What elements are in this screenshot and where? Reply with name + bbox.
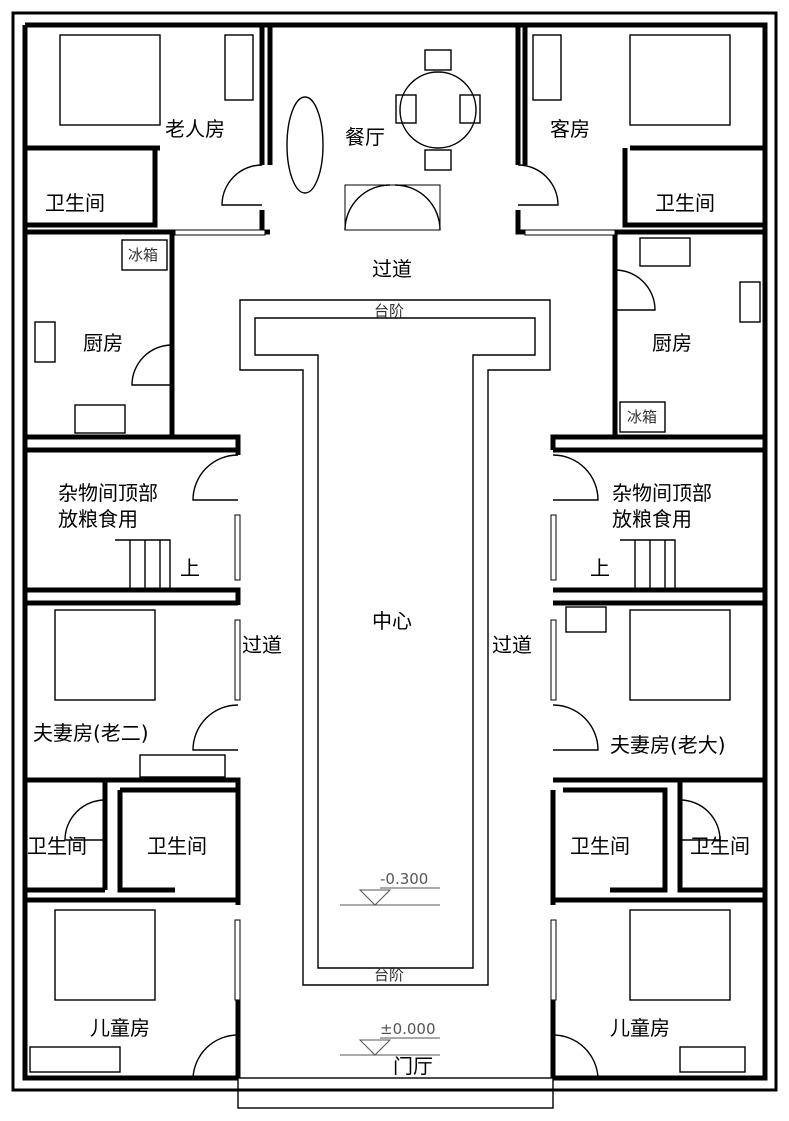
label-up-right: 上 bbox=[590, 556, 610, 580]
label-guest-room: 客房 bbox=[550, 117, 590, 141]
stove bbox=[34, 321, 56, 363]
sofa bbox=[286, 96, 324, 194]
wardrobe bbox=[29, 1046, 121, 1073]
room-labels: 老人房 餐厅 客房 卫生间 卫生间 过道 冰箱 冰箱 厨房 厨房 台阶 杂物间顶… bbox=[27, 117, 750, 1078]
label-bath-mid-right-a: 卫生间 bbox=[570, 834, 630, 858]
label-steps-top: 台阶 bbox=[374, 302, 404, 320]
courtyard-inner bbox=[254, 317, 536, 969]
bed bbox=[54, 909, 156, 1001]
label-bath-top-left: 卫生间 bbox=[45, 191, 105, 215]
stairs-left bbox=[115, 539, 171, 590]
label-foyer: 门厅 bbox=[393, 1054, 433, 1078]
level-marker-entrance bbox=[340, 1037, 440, 1056]
stove bbox=[739, 281, 761, 323]
label-bath-mid-left-a: 卫生间 bbox=[27, 834, 87, 858]
label-fridge-right: 冰箱 bbox=[627, 408, 657, 426]
label-center: 中心 bbox=[372, 609, 412, 633]
dining-table bbox=[399, 71, 477, 149]
label-corridor-left: 过道 bbox=[242, 633, 282, 657]
label-kids-right: 儿童房 bbox=[610, 1016, 670, 1040]
wardrobe bbox=[139, 754, 226, 778]
label-storage-right-2: 放粮食用 bbox=[612, 507, 692, 531]
fridge-right bbox=[619, 401, 666, 433]
wardrobe bbox=[679, 1046, 746, 1073]
label-steps-bottom: 台阶 bbox=[374, 966, 404, 984]
label-corridor-right: 过道 bbox=[492, 633, 532, 657]
wardrobe bbox=[224, 34, 254, 101]
label-kitchen-right: 厨房 bbox=[652, 331, 692, 355]
label-up-left: 上 bbox=[180, 556, 200, 580]
outer-border bbox=[11, 11, 778, 1092]
bed bbox=[629, 34, 731, 126]
label-corridor-top: 过道 bbox=[372, 257, 412, 281]
label-kids-left: 儿童房 bbox=[90, 1016, 150, 1040]
furniture bbox=[29, 34, 761, 1073]
label-storage-left-2: 放粮食用 bbox=[58, 507, 138, 531]
level-marker-courtyard bbox=[340, 887, 440, 906]
label-fridge-left: 冰箱 bbox=[128, 246, 158, 264]
bed bbox=[59, 34, 161, 126]
label-couple-right: 夫妻房(老大) bbox=[610, 733, 726, 757]
label-bath-mid-left-b: 卫生间 bbox=[147, 834, 207, 858]
courtyard-outline bbox=[239, 299, 551, 986]
level-courtyard: -0.300 bbox=[380, 870, 428, 888]
bed bbox=[629, 609, 731, 701]
walls bbox=[22, 22, 768, 1081]
level-entrance: ±0.000 bbox=[380, 1020, 436, 1038]
sink bbox=[639, 237, 691, 267]
fridge-left bbox=[121, 239, 168, 271]
windows bbox=[174, 184, 616, 1001]
bed bbox=[629, 909, 731, 1001]
label-storage-left-1: 杂物间顶部 bbox=[58, 481, 158, 505]
entrance-step bbox=[237, 1077, 554, 1109]
label-bath-top-right: 卫生间 bbox=[655, 191, 715, 215]
wardrobe bbox=[532, 34, 562, 101]
label-storage-right-1: 杂物间顶部 bbox=[612, 481, 712, 505]
doors bbox=[64, 164, 721, 1079]
label-kitchen-left: 厨房 bbox=[83, 331, 123, 355]
stairs-right bbox=[620, 539, 676, 590]
label-couple-left: 夫妻房(老二) bbox=[33, 721, 149, 745]
sink bbox=[74, 404, 126, 434]
bed bbox=[54, 609, 156, 701]
label-bath-mid-right-b: 卫生间 bbox=[690, 834, 750, 858]
label-dining: 餐厅 bbox=[345, 125, 385, 149]
wardrobe bbox=[565, 606, 607, 633]
label-elder-room: 老人房 bbox=[165, 117, 225, 141]
